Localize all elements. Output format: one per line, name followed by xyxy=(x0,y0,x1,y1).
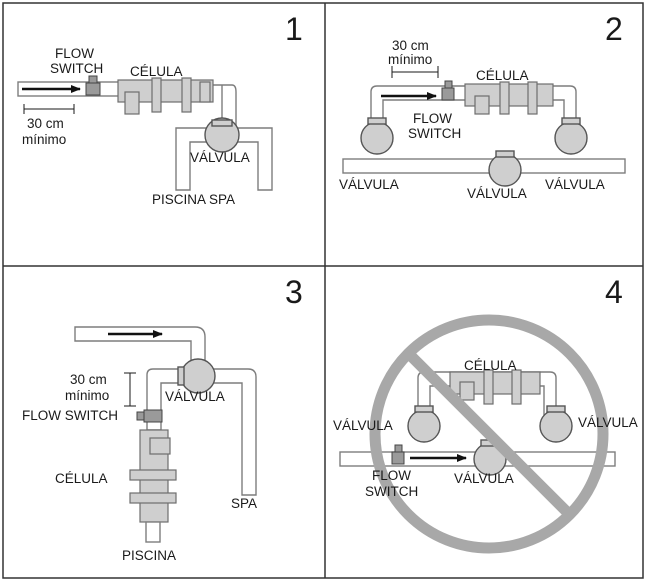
valve-label: VÁLVULA xyxy=(165,389,225,404)
valve-pipes xyxy=(146,368,257,496)
distance-label: 30 cm xyxy=(70,372,107,387)
valve-label: VÁLVULA xyxy=(454,471,514,486)
valve xyxy=(180,358,216,394)
valve-label: VÁLVULA xyxy=(545,177,605,192)
flow-switch-label: SWITCH xyxy=(408,126,461,141)
cell xyxy=(464,81,554,115)
cell xyxy=(129,429,177,523)
valve-left xyxy=(407,409,441,443)
valve-cap xyxy=(561,117,581,125)
flow-switch-label: FLOW SWITCH xyxy=(22,408,118,423)
prohibited-sign-icon xyxy=(369,314,609,554)
flow-switch-label: SWITCH xyxy=(50,61,103,76)
flow-switch-label: FLOW xyxy=(372,468,411,483)
distance-label: mínimo xyxy=(388,52,432,67)
panel-4: 4 CÉLULA VÁLVULA VÁLVULA xyxy=(333,274,638,554)
valve-left xyxy=(360,121,394,155)
valve-cap xyxy=(177,366,185,386)
panel-3-number: 3 xyxy=(285,274,303,310)
valve-label: VÁLVULA xyxy=(333,418,393,433)
valve-right xyxy=(539,409,573,443)
flow-switch xyxy=(85,75,101,96)
distance-label: mínimo xyxy=(22,132,66,147)
flow-switch xyxy=(136,409,163,423)
dimension-marker xyxy=(23,104,75,114)
valve-cap xyxy=(414,405,434,413)
valve-label: VÁLVULA xyxy=(467,186,527,201)
valve-cap xyxy=(211,119,233,127)
flow-switch xyxy=(441,80,455,101)
valve-label: VÁLVULA xyxy=(339,177,399,192)
flow-switch xyxy=(391,444,405,465)
cell xyxy=(117,77,214,115)
pool-label: PISCINA xyxy=(122,548,176,563)
pool-spa-label: PISCINA SPA xyxy=(152,192,235,207)
dimension-marker xyxy=(391,66,439,78)
panel-1-number: 1 xyxy=(285,11,303,47)
valve-cap xyxy=(546,405,566,413)
valve-label: VÁLVULA xyxy=(190,150,250,165)
distance-label: mínimo xyxy=(65,388,109,403)
panel-4-number: 4 xyxy=(605,274,623,310)
cell-label: CÉLULA xyxy=(464,358,517,373)
flow-switch-label: FLOW xyxy=(413,111,452,126)
panel-1: 1 FLOW SWITCH CÉ xyxy=(17,11,303,207)
cell xyxy=(449,369,541,405)
cell-label: CÉLULA xyxy=(130,64,183,79)
panel-3: 3 30 cm mínimo VÁLVULA FLOW SWITCH xyxy=(22,274,303,563)
spa-label: SPA xyxy=(231,496,257,511)
dimension-marker xyxy=(124,372,136,407)
valve-cap xyxy=(495,150,515,158)
flow-switch-label: FLOW xyxy=(55,46,94,61)
main-pipe xyxy=(342,158,626,174)
distance-label: 30 cm xyxy=(27,116,64,131)
valve-label: VÁLVULA xyxy=(578,415,638,430)
flow-switch-label: SWITCH xyxy=(365,484,418,499)
inlet-pipe xyxy=(74,326,206,363)
valve-right xyxy=(554,121,588,155)
valve-cap xyxy=(367,117,387,125)
cell-label: CÉLULA xyxy=(476,68,529,83)
cell-label: CÉLULA xyxy=(55,471,108,486)
distance-label: 30 cm xyxy=(392,38,429,53)
valve-center xyxy=(488,153,522,187)
panel-2-number: 2 xyxy=(605,11,623,47)
panel-2: 2 30 cm mínimo CÉL xyxy=(339,11,626,201)
outlet-pipe xyxy=(145,521,161,543)
